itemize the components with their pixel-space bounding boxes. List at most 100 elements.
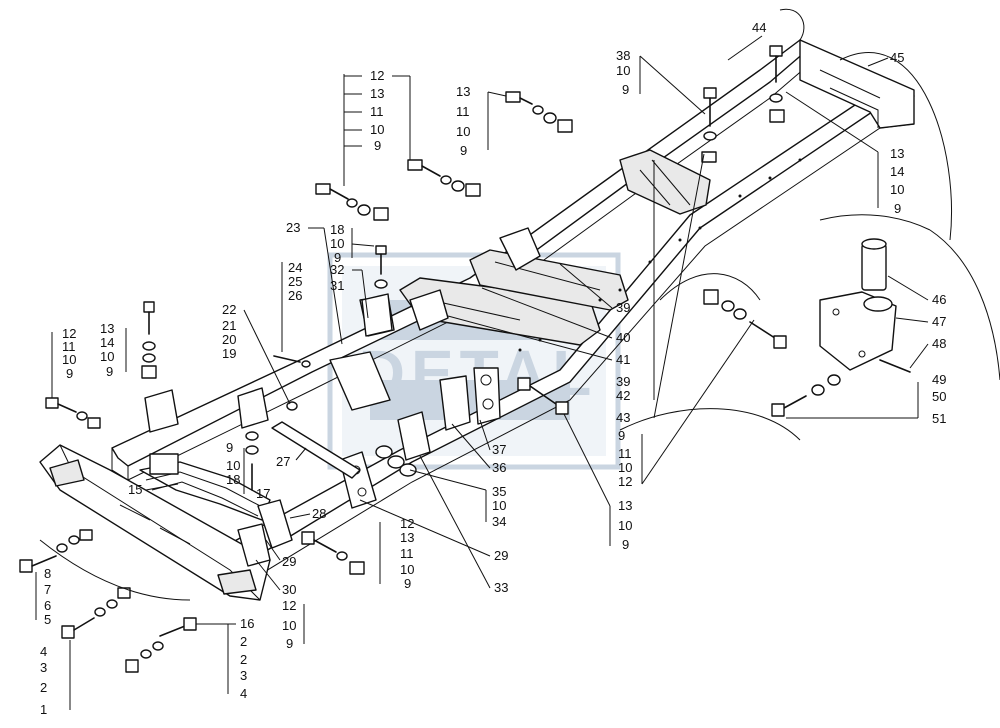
bumper-slot-right bbox=[217, 569, 257, 595]
callout-8: 8 bbox=[44, 566, 51, 581]
callout-2: 2 bbox=[40, 680, 47, 695]
callout-9-left-b: 9 bbox=[66, 366, 73, 381]
callout-49: 49 bbox=[932, 372, 946, 387]
callout-18-9: 9 bbox=[334, 250, 341, 265]
callout-9-r: 9 bbox=[618, 428, 625, 443]
bolt-stack-13-bottom bbox=[517, 377, 569, 415]
tie-rod-27 bbox=[271, 421, 361, 479]
callout-1: 1 bbox=[40, 702, 47, 717]
callout-20: 20 bbox=[222, 332, 236, 347]
bolt-stack-bottom-left bbox=[19, 529, 93, 573]
front-bumper bbox=[39, 444, 271, 601]
bolt-stack-upper bbox=[505, 91, 573, 133]
callout-23: 23 bbox=[286, 220, 300, 235]
callout-46: 46 bbox=[932, 292, 946, 307]
callout-10-top: 10 bbox=[370, 122, 384, 137]
callout-51: 51 bbox=[932, 411, 946, 426]
callout-10-left: 10 bbox=[100, 349, 114, 364]
callout-26: 26 bbox=[288, 288, 302, 303]
callout-9-mid: 9 bbox=[226, 440, 233, 455]
callout-12-top: 12 bbox=[370, 68, 384, 83]
rail-bracket-b bbox=[409, 289, 449, 331]
callout-11-r: 11 bbox=[618, 446, 632, 461]
callout-13-lm: 13 bbox=[400, 530, 414, 545]
callout-10-upper: 10 bbox=[456, 124, 470, 139]
bolt-stack-lower-middle bbox=[301, 531, 365, 575]
callout-39-a: 39 bbox=[616, 300, 630, 315]
callout-10-br: 10 bbox=[618, 518, 632, 533]
callout-10-left: 10 bbox=[62, 352, 76, 367]
callout-11-upper: 11 bbox=[456, 104, 470, 119]
callout-9-left: 9 bbox=[106, 364, 113, 379]
callout-50: 50 bbox=[932, 389, 946, 404]
callout-14-left: 14 bbox=[100, 335, 114, 350]
callout-17: 17 bbox=[256, 486, 270, 501]
callout-13-upper: 13 bbox=[456, 84, 470, 99]
callout-31: 31 bbox=[330, 278, 344, 293]
detail-arcs bbox=[39, 8, 1000, 601]
callout-5: 5 bbox=[44, 612, 51, 627]
callout-25: 25 bbox=[288, 274, 302, 289]
spring-hanger-mid bbox=[237, 387, 269, 429]
callout-15: 15 bbox=[128, 482, 142, 497]
callout-9-lm: 9 bbox=[404, 576, 411, 591]
spring-shackle-28 bbox=[257, 499, 293, 549]
rail-bracket-a bbox=[499, 227, 541, 271]
bracket-31 bbox=[361, 293, 393, 337]
bracket-32 bbox=[329, 351, 391, 411]
bolt-stack-left bbox=[141, 301, 157, 379]
bolt-22 bbox=[273, 355, 311, 411]
callout-14-right: 14 bbox=[890, 164, 904, 179]
callout-13-right: 13 bbox=[890, 146, 904, 161]
spring-clamp bbox=[149, 453, 179, 475]
callout-32: 32 bbox=[330, 262, 344, 277]
callout-7: 7 bbox=[44, 582, 51, 597]
callout-9-top: 9 bbox=[374, 138, 381, 153]
bolt-stack-bottom bbox=[61, 587, 131, 639]
callout-labels: 44 45 38 10 9 12 13 11 10 9 13 11 10 9 1… bbox=[35, 20, 946, 717]
callout-24: 24 bbox=[288, 260, 302, 275]
spring-hanger-front bbox=[144, 389, 179, 433]
callout-11-lm: 11 bbox=[400, 546, 414, 561]
callout-27: 27 bbox=[276, 454, 290, 469]
callout-12-lm: 12 bbox=[400, 516, 414, 531]
callout-2-a: 2 bbox=[240, 634, 247, 649]
bolt-stack-right bbox=[703, 289, 787, 349]
callout-13-top: 13 bbox=[370, 86, 384, 101]
callout-6: 6 bbox=[44, 598, 51, 613]
callout-45: 45 bbox=[890, 50, 904, 65]
callout-4: 4 bbox=[40, 644, 47, 659]
callout-2-b: 2 bbox=[240, 652, 247, 667]
callout-29-a: 29 bbox=[494, 548, 508, 563]
callout-18-10: 10 bbox=[330, 236, 344, 251]
callout-34: 34 bbox=[492, 514, 506, 529]
fasteners bbox=[19, 45, 841, 673]
cross-member-2 bbox=[469, 249, 629, 311]
callout-9-right: 9 bbox=[894, 201, 901, 216]
callout-41: 41 bbox=[616, 352, 630, 367]
callout-12-left: 12 bbox=[62, 326, 76, 341]
callout-10-mid: 10 bbox=[226, 458, 240, 473]
callout-48: 48 bbox=[932, 336, 946, 351]
callout-38: 38 bbox=[616, 48, 630, 63]
callout-35: 35 bbox=[492, 484, 506, 499]
callout-3-b: 3 bbox=[240, 668, 247, 683]
bolt-stack-top-left bbox=[315, 183, 389, 221]
callout-10-r: 10 bbox=[618, 460, 632, 475]
bolt-stack-49 bbox=[771, 374, 841, 417]
callout-19: 19 bbox=[222, 346, 236, 361]
bolt-vertical-38 bbox=[701, 87, 717, 163]
callout-10-right: 10 bbox=[890, 182, 904, 197]
callout-11-left: 11 bbox=[62, 339, 76, 354]
callout-12-r: 12 bbox=[618, 474, 632, 489]
mount-plate-33 bbox=[397, 411, 431, 461]
callout-18: 18 bbox=[330, 222, 344, 237]
callout-9-b: 9 bbox=[286, 636, 293, 651]
callout-29-b: 29 bbox=[282, 554, 296, 569]
callout-21: 21 bbox=[222, 318, 236, 333]
callout-44: 44 bbox=[752, 20, 766, 35]
callout-43: 43 bbox=[616, 410, 630, 425]
callout-22: 22 bbox=[222, 302, 236, 317]
bolt-stack-bottom-mid bbox=[125, 617, 197, 673]
